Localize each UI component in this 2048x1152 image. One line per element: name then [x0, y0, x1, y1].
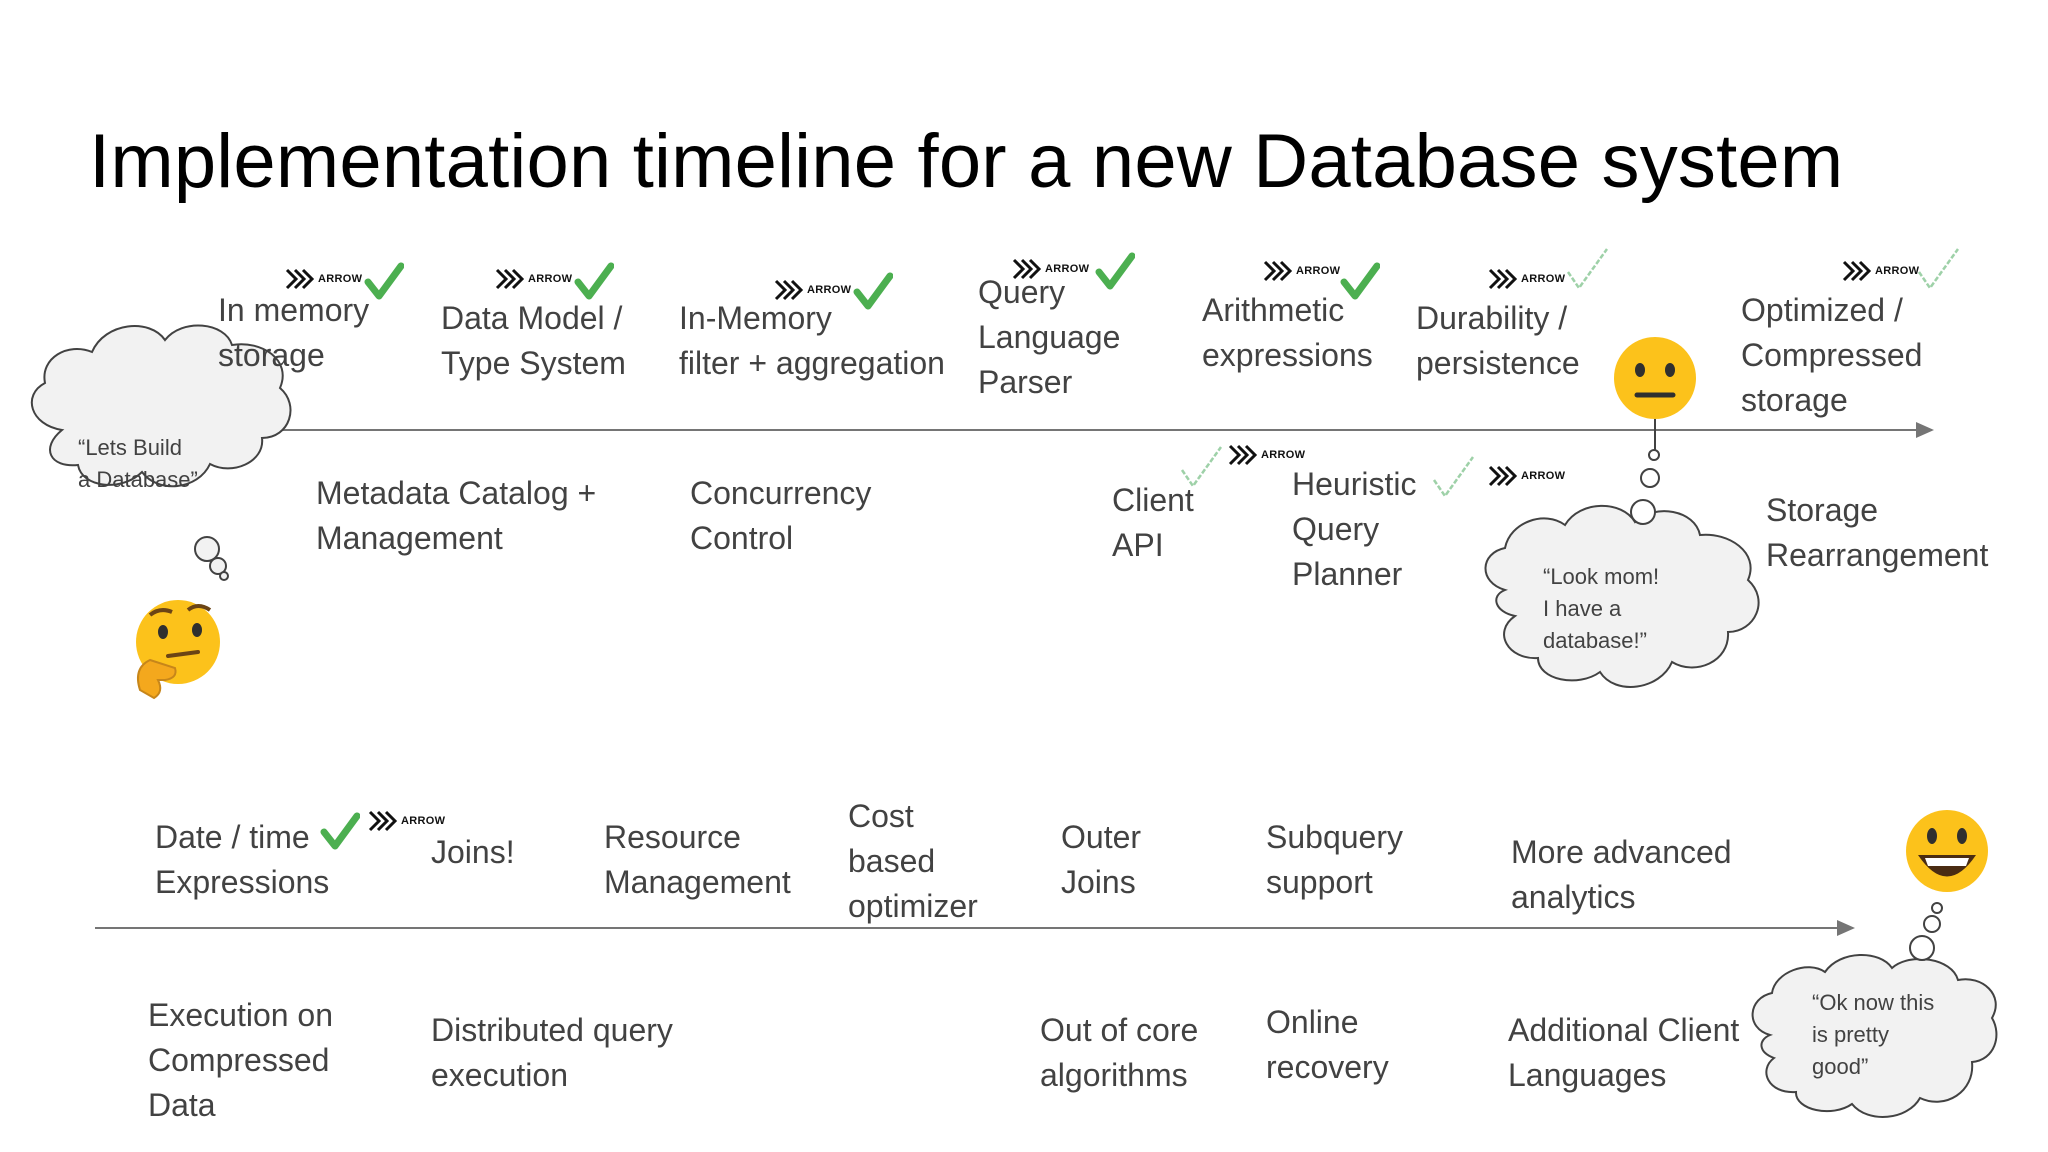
milestone-concurrency-control: Concurrency Control	[690, 475, 872, 556]
page-title: Implementation timeline for a new Databa…	[89, 119, 1844, 204]
arrow-logo-icon: ARROW	[774, 279, 851, 301]
milestone-compressed-execution: Execution on Compressed Data	[148, 997, 334, 1123]
milestone-query-parser: Query Language Parser	[978, 274, 1121, 400]
milestone-heuristic-planner: Heuristic Query Planner	[1292, 466, 1417, 592]
arrow-logo-icon: ARROW	[1263, 260, 1340, 282]
arrow-logo-icon: ARROW	[285, 268, 362, 290]
milestone-online-recovery: Online recovery	[1266, 1004, 1389, 1085]
arrow-logo-icon: ARROW	[1012, 258, 1089, 280]
arrow-logo-icon: ARROW	[495, 268, 572, 290]
milestone-advanced-analytics: More advanced analytics	[1511, 834, 1732, 915]
milestone-outer-joins: Outer Joins	[1061, 819, 1142, 900]
thought-cloud-middle	[1484, 410, 1760, 688]
milestone-client-api: Client API	[1112, 482, 1194, 563]
milestone-metadata-catalog: Metadata Catalog + Management	[316, 475, 597, 556]
check-done-icon	[1095, 252, 1135, 290]
arrow-logo-icon: ARROW	[1228, 444, 1305, 466]
milestone-out-of-core: Out of core algorithms	[1040, 1012, 1199, 1093]
milestone-optimized-storage: Optimized / Compressed storage	[1741, 292, 1923, 418]
milestone-additional-clients: Additional Client Languages	[1508, 1012, 1740, 1093]
thought-text-middle: “Look mom! I have a database!”	[1543, 564, 1660, 653]
check-done-icon	[574, 262, 614, 300]
milestone-joins: Joins!	[431, 834, 515, 870]
thinking-face-icon	[136, 600, 220, 700]
check-done-icon	[364, 262, 404, 300]
milestone-distributed-execution: Distributed query execution	[431, 1012, 673, 1093]
check-partial-icon	[1432, 456, 1475, 499]
arrow-logo-icon: ARROW	[368, 810, 445, 832]
milestone-resource-management: Resource Management	[604, 819, 791, 900]
check-done-icon	[1340, 262, 1380, 300]
milestone-data-model: Data Model / Type System	[441, 300, 626, 381]
check-partial-icon	[1566, 248, 1609, 291]
milestone-arithmetic-expressions: Arithmetic expressions	[1202, 292, 1373, 373]
arrow-logo-icon: ARROW	[1842, 260, 1919, 282]
check-done-icon	[320, 812, 360, 850]
thought-text-start: “Lets Build a Database”	[78, 435, 198, 492]
arrow-logo-icon: ARROW	[1488, 268, 1565, 290]
check-done-icon	[853, 272, 893, 310]
arrow-logo-icon: ARROW	[1488, 465, 1565, 487]
check-partial-icon	[1917, 248, 1960, 291]
thought-text-end: “Ok now this is pretty good”	[1812, 990, 1935, 1079]
thought-cloud-end	[1751, 902, 1998, 1118]
milestone-subquery-support: Subquery support	[1266, 819, 1403, 900]
thought-cloud-start	[30, 324, 292, 581]
grinning-face-icon	[1906, 810, 1988, 892]
milestone-date-time: Date / time Expressions	[155, 819, 330, 900]
check-partial-icon	[1180, 446, 1223, 489]
milestone-durability: Durability / persistence	[1416, 300, 1580, 381]
milestone-in-memory-storage: In memory storage	[218, 292, 370, 373]
milestone-cost-optimizer: Cost based optimizer	[848, 798, 978, 924]
neutral-face-icon	[1614, 337, 1696, 419]
milestone-storage-rearrangement: Storage Rearrangement	[1766, 492, 1989, 573]
milestone-in-memory-filter: In-Memory filter + aggregation	[679, 300, 945, 381]
